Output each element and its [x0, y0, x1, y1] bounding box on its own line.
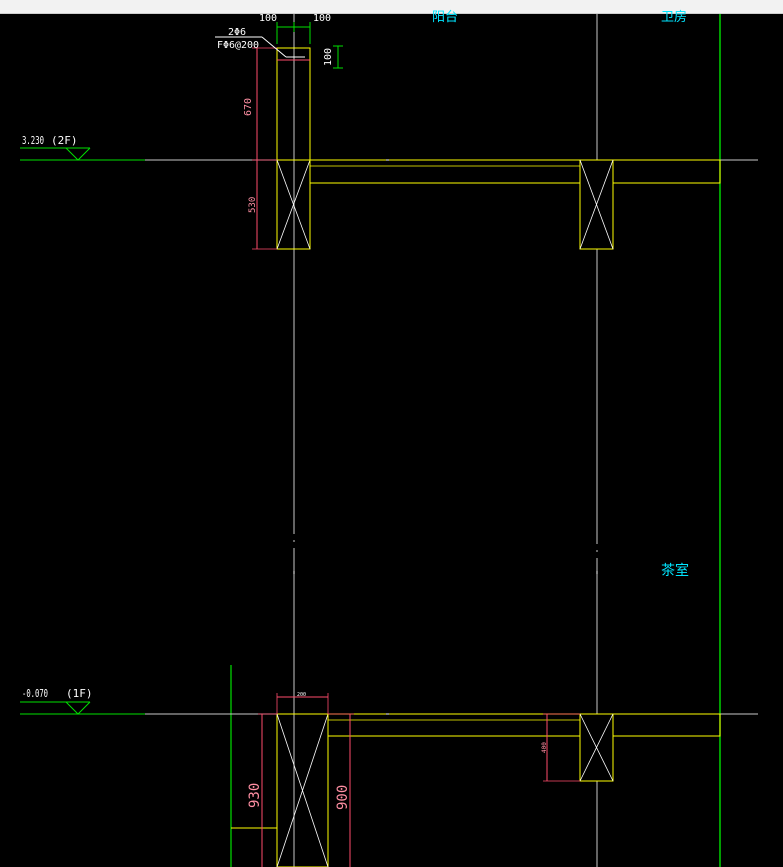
lower-structure [276, 713, 721, 867]
dim-top-right-width: 100 [313, 13, 331, 24]
room-labels: 阳台 卫房 茶室 [432, 9, 689, 578]
room-label-top-left: 阳台 [432, 9, 458, 24]
dim-top-left-width: 100 [259, 13, 277, 24]
level-elevation-upper: 3.230 [22, 134, 44, 147]
level-lines [20, 159, 758, 715]
level-floor-lower: (1F) [66, 687, 93, 700]
upper-structure [276, 47, 721, 250]
upper-slab [309, 159, 721, 184]
rebar-note: 2Φ6 FΦ6@200 [215, 27, 305, 58]
dim-lower-width: 200 [297, 692, 306, 698]
axis-ticks [293, 159, 598, 715]
level-marker-lower: -0.070 (1F) [20, 687, 93, 715]
level-triangle-upper [65, 147, 91, 161]
rebar-note-line1: 2Φ6 [228, 27, 246, 38]
upper-beam-section-left [276, 159, 311, 250]
lower-slab [327, 713, 721, 737]
rebar-note-line2: FΦ6@200 [217, 40, 259, 51]
dim-upper-cap-height: 100 [323, 48, 334, 66]
window-top-bar [0, 0, 783, 14]
lower-wall-section-left [276, 713, 329, 867]
dim-lower-beam-depth: 400 [541, 742, 548, 753]
level-triangle-lower [65, 701, 91, 715]
level-floor-upper: (2F) [51, 134, 78, 147]
level-marker-upper: 3.230 (2F) [20, 134, 91, 161]
room-label-middle-right: 茶室 [661, 562, 689, 578]
dim-upper-wall-height: 670 [243, 98, 254, 116]
axis-lines [230, 14, 721, 867]
dim-lower-left-height: 930 [247, 783, 263, 808]
dim-lower-right-height: 900 [335, 785, 351, 810]
level-elevation-lower: -0.070 [22, 687, 48, 700]
dim-upper-beam-depth: 530 [248, 197, 258, 213]
dimensions: 100 100 100 670 530 200 400 [243, 13, 580, 867]
room-label-top-right: 卫房 [661, 9, 687, 24]
